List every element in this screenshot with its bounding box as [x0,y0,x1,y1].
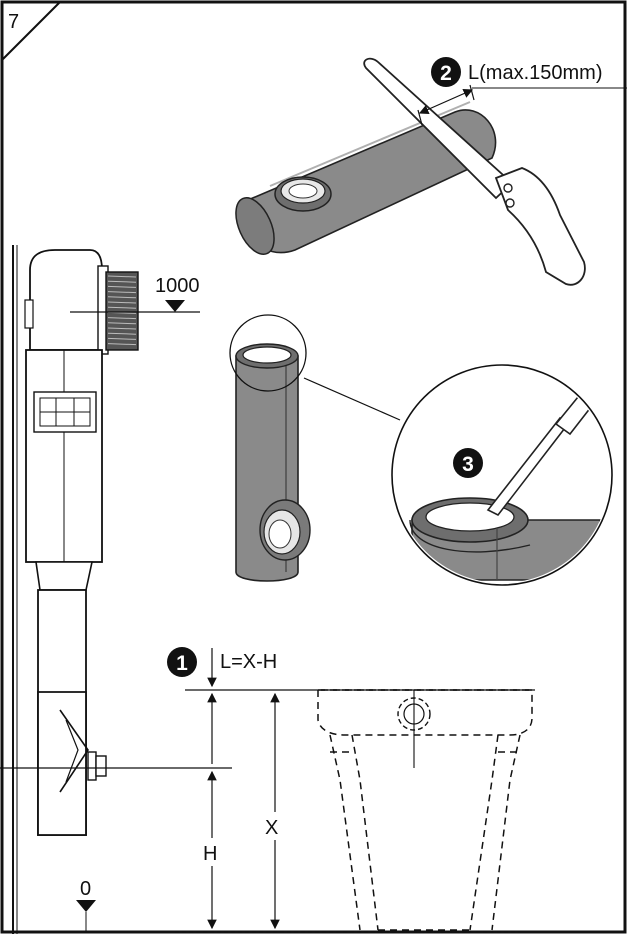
vertical-pipe-illustration [235,343,311,582]
step-1-number: 1 [176,652,188,675]
x-dimension [262,692,288,930]
drain-outlet-symbol [397,690,431,768]
flush-height-label: 1000 [155,275,200,297]
reference-lines [0,689,535,933]
horizontal-pipe-illustration [235,101,497,255]
wall-line [12,245,18,934]
h-dimension [200,770,226,930]
x-label: X [265,817,278,839]
pipe-cutter-tool-icon [363,57,586,286]
floor-level-mark [76,900,96,932]
toilet-outline-illustration [317,689,533,931]
step-2-badge [431,57,461,87]
floor-level-label: 0 [80,878,91,900]
panel-number: 7 [8,11,19,33]
cut-length-label: L(max.150mm) [468,62,602,84]
step-3-number: 3 [462,453,474,476]
step-1-badge [167,647,197,677]
step-3-badge [453,448,483,478]
cistern-frame-illustration [24,249,139,836]
chamfer-detail-illustration [409,368,610,581]
h-label: H [203,843,217,865]
flush-height-mark [70,300,200,313]
length-formula: L=X-H [220,651,277,673]
cut-length-dimension [417,84,627,126]
step-2-number: 2 [440,62,452,85]
